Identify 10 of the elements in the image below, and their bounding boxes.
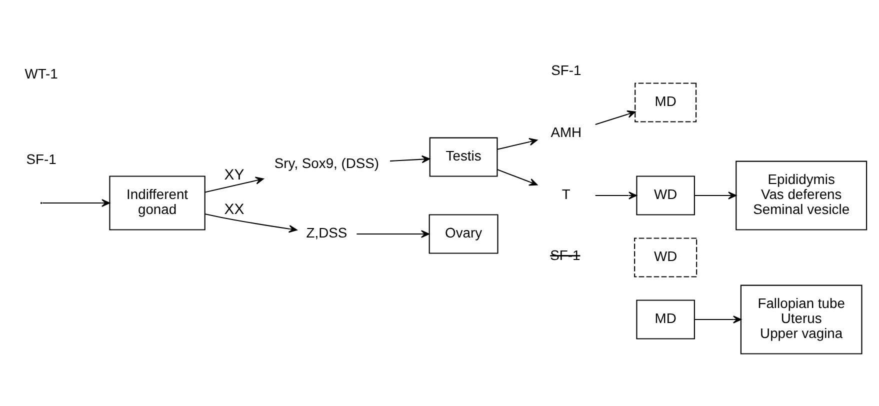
label: SF-1: [551, 62, 582, 78]
node-text: T: [562, 186, 570, 202]
edge-label: XY: [224, 166, 244, 184]
label: WT-1: [24, 65, 58, 82]
node-text: Z,DSS: [306, 224, 348, 241]
node-text: AMH: [550, 124, 582, 140]
edge-label: XX: [224, 200, 244, 218]
label: SF-1: [550, 247, 580, 264]
label: SF-1: [26, 150, 56, 167]
node-text: Sry, Sox9, (DSS): [274, 155, 380, 172]
